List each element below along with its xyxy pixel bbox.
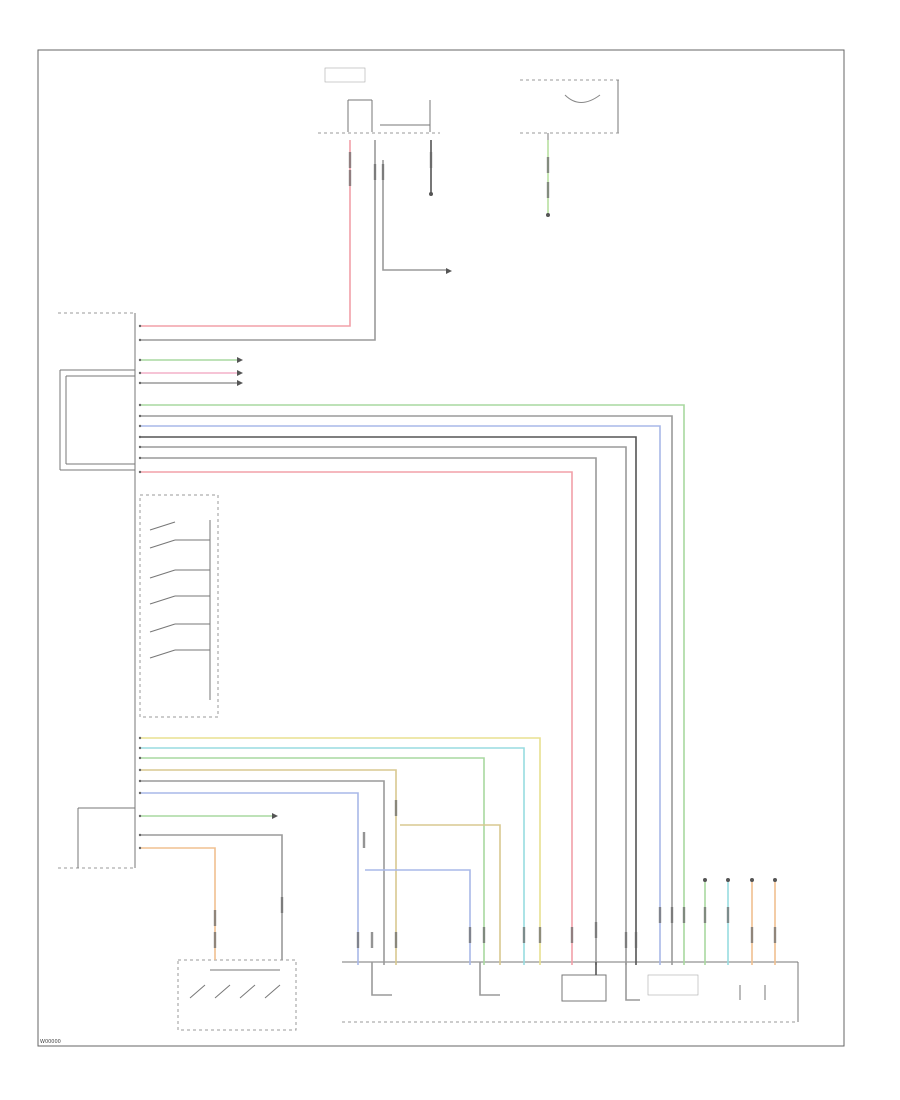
connector-tick bbox=[394, 800, 398, 816]
module-pin bbox=[138, 779, 142, 783]
connector-tick bbox=[750, 927, 754, 943]
bottom-module-box bbox=[342, 961, 799, 1023]
range-switch-box bbox=[139, 494, 219, 718]
wire-orange bbox=[140, 847, 216, 960]
connector-tick bbox=[468, 927, 472, 943]
wire-red bbox=[140, 140, 351, 327]
figure-id-label: W00000 bbox=[40, 1039, 61, 1045]
connector-tick bbox=[213, 910, 217, 926]
connector-tick bbox=[634, 932, 638, 948]
connector-tick bbox=[594, 922, 598, 938]
module-pin bbox=[138, 424, 142, 428]
connector-tick bbox=[348, 152, 352, 168]
wire-blue bbox=[365, 869, 471, 965]
wire-gray bbox=[140, 457, 597, 965]
connector-tick bbox=[570, 927, 574, 943]
connector-tick bbox=[429, 152, 433, 168]
module-pin bbox=[138, 791, 142, 795]
selector-switch-box bbox=[177, 959, 297, 1031]
connector-tick bbox=[773, 927, 777, 943]
module-pin bbox=[138, 456, 142, 460]
arrow-markers bbox=[237, 268, 452, 819]
module-left-outline bbox=[58, 312, 136, 869]
connector-tick bbox=[373, 164, 377, 180]
connector-ticks bbox=[138, 152, 777, 948]
wire-green bbox=[140, 757, 485, 965]
module-pin bbox=[138, 371, 142, 375]
wire-gray bbox=[140, 780, 385, 965]
wire-gray bbox=[371, 962, 392, 996]
module-pin bbox=[138, 414, 142, 418]
wire-tan bbox=[400, 824, 501, 965]
module-pin bbox=[138, 445, 142, 449]
module-pin bbox=[138, 470, 142, 474]
connector-tick bbox=[624, 932, 628, 948]
connector-tick bbox=[726, 907, 730, 923]
module-pin bbox=[138, 768, 142, 772]
connector-tick bbox=[658, 907, 662, 923]
module-pin bbox=[138, 814, 142, 818]
module-pin bbox=[138, 324, 142, 328]
module-pin bbox=[138, 746, 142, 750]
wire-gray bbox=[140, 446, 627, 965]
fuse-block-top bbox=[318, 67, 440, 134]
module-pin bbox=[138, 338, 142, 342]
connector-tick bbox=[381, 164, 385, 180]
module-pin bbox=[138, 736, 142, 740]
connector-tick bbox=[522, 927, 526, 943]
wire-gray bbox=[479, 962, 500, 996]
connector-tick bbox=[213, 932, 217, 948]
module-pin bbox=[138, 833, 142, 837]
wire-gray bbox=[625, 962, 640, 1001]
connector-tick bbox=[482, 927, 486, 943]
wire-layer bbox=[140, 140, 776, 1001]
module-pin bbox=[138, 756, 142, 760]
wire-green bbox=[140, 404, 685, 965]
module-pin bbox=[138, 846, 142, 850]
wire-gray bbox=[140, 140, 376, 341]
connector-tick bbox=[703, 907, 707, 923]
connector-tick bbox=[546, 157, 550, 173]
component-top-right bbox=[520, 79, 620, 140]
connector-tick bbox=[670, 907, 674, 923]
wire-blue bbox=[140, 792, 359, 965]
connector-tick bbox=[394, 932, 398, 948]
module-pin bbox=[138, 381, 142, 385]
connector-tick bbox=[682, 907, 686, 923]
wire-gray bbox=[382, 160, 446, 271]
wire-tan bbox=[140, 769, 397, 965]
module-pin bbox=[138, 358, 142, 362]
connector-tick bbox=[546, 182, 550, 198]
connector-tick bbox=[280, 897, 284, 913]
diagram-frame bbox=[37, 49, 845, 1047]
connector-tick bbox=[356, 932, 360, 948]
connector-tick bbox=[348, 170, 352, 186]
module-pin bbox=[138, 403, 142, 407]
module-pin bbox=[138, 435, 142, 439]
wire-red bbox=[140, 471, 573, 965]
wire-gray bbox=[140, 834, 283, 960]
connector-tick bbox=[538, 927, 542, 943]
wire-gray bbox=[140, 415, 673, 965]
ground-markers bbox=[429, 192, 777, 882]
wire-blue bbox=[140, 425, 661, 965]
wire-black bbox=[140, 436, 637, 965]
wire-yellow bbox=[140, 737, 541, 965]
wire-cyan bbox=[140, 747, 525, 965]
connector-tick bbox=[362, 832, 366, 848]
connector-tick bbox=[370, 932, 374, 948]
